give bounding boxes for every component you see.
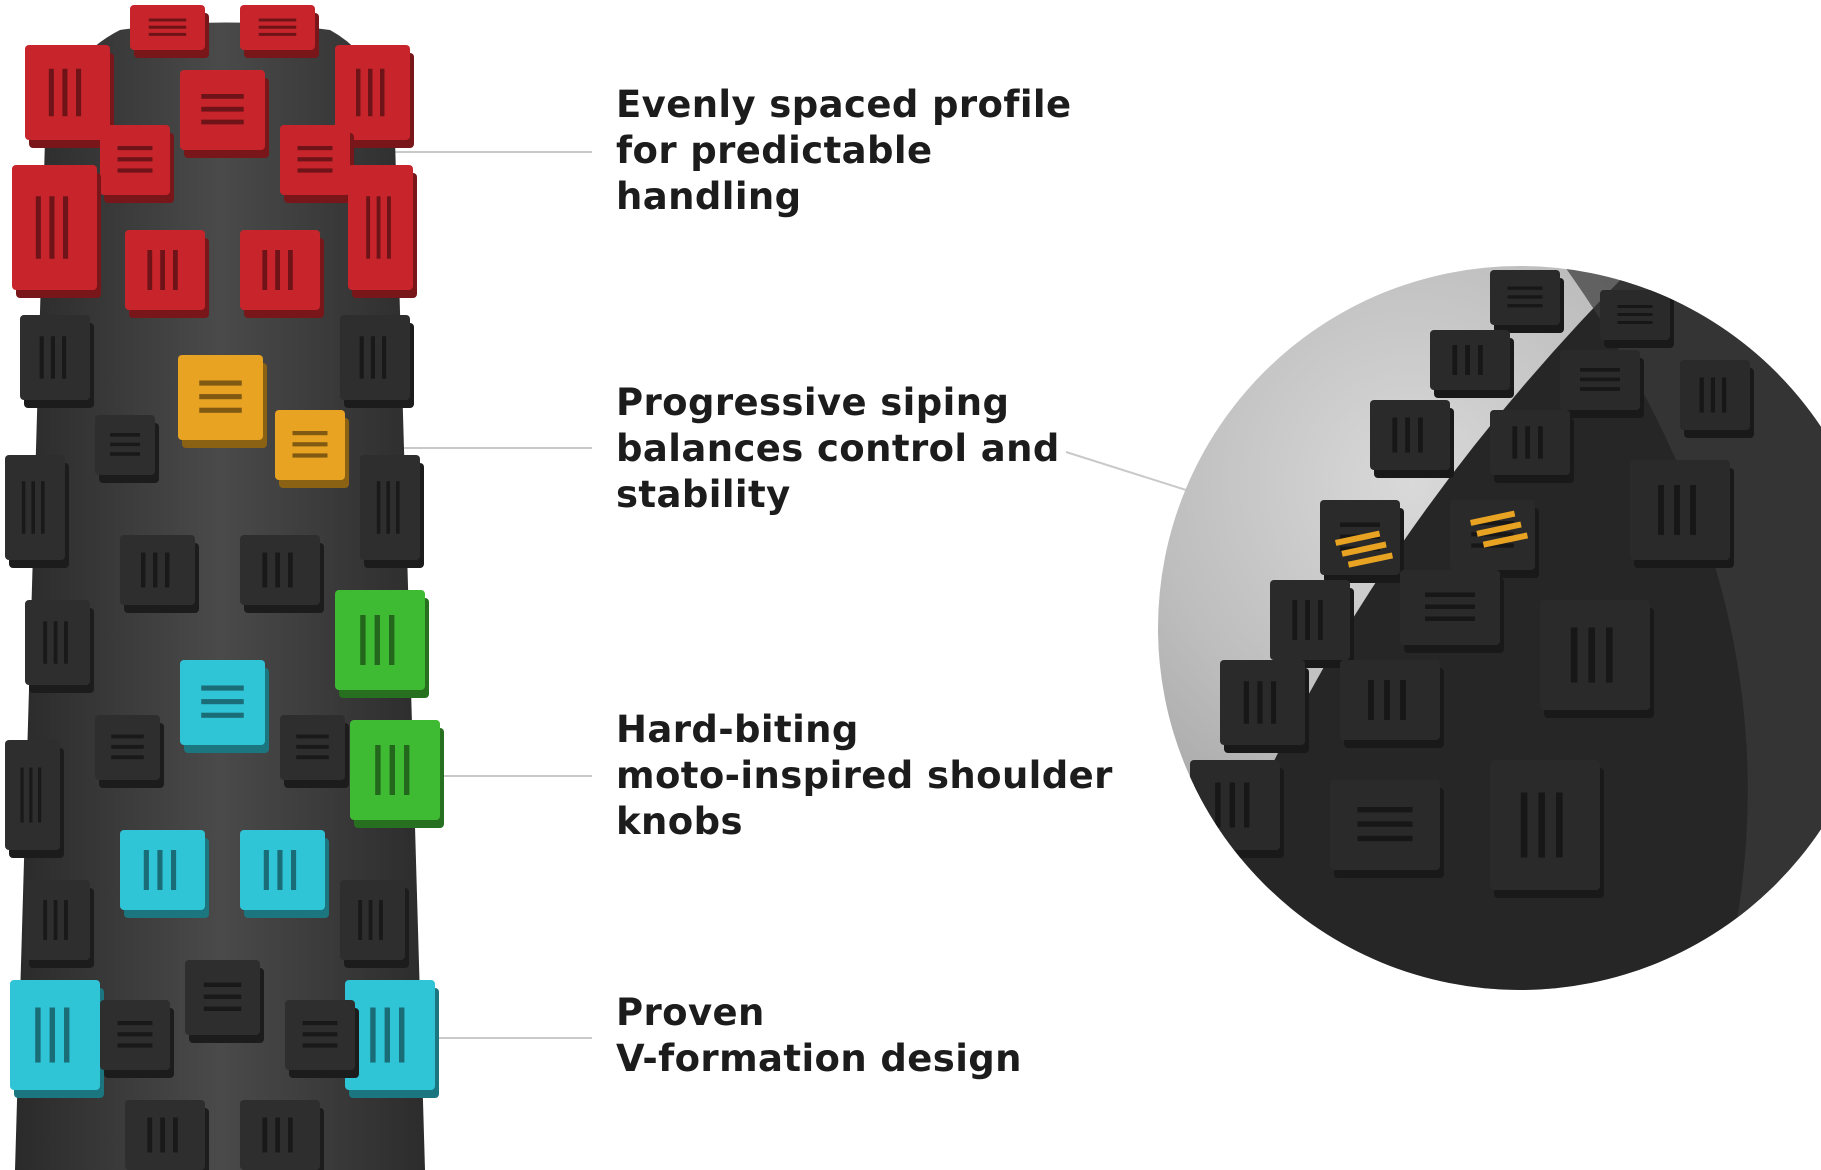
tread-knob-highlighted	[100, 125, 174, 203]
tread-knob-highlighted	[275, 410, 349, 488]
leader-line-detail	[1065, 451, 1206, 497]
tread-knob-highlighted	[345, 980, 439, 1098]
detail-knob	[1190, 760, 1284, 858]
tread-knob-highlighted	[350, 720, 444, 828]
tread-knob-highlighted	[240, 5, 319, 58]
callout-line: Evenly spaced profile	[616, 83, 1072, 126]
detail-knob	[1630, 460, 1734, 568]
tread-knob	[340, 315, 414, 408]
tread-knob	[340, 880, 409, 968]
tread-knob-highlighted	[25, 45, 114, 148]
detail-knob	[1490, 410, 1574, 483]
detail-knob	[1370, 400, 1454, 478]
callout-v-formation: Proven V-formation design	[616, 990, 1022, 1082]
tread-knob-highlighted	[130, 5, 209, 58]
tread-knob-highlighted	[120, 830, 209, 918]
detail-knob	[1540, 600, 1654, 718]
tread-detail-circle	[1158, 266, 1821, 990]
callout-shoulder-knobs: Hard-biting moto-inspired shoulder knobs	[616, 707, 1113, 845]
callout-progressive-siping: Progressive siping balances control and …	[616, 380, 1060, 518]
tread-knob	[25, 880, 94, 968]
tread-knob	[95, 715, 164, 788]
tread-knob-highlighted	[180, 70, 269, 158]
detail-knob	[1560, 350, 1644, 418]
tread-knob	[25, 600, 94, 693]
tread-knob-highlighted	[335, 590, 429, 698]
callout-line: V-formation design	[616, 1037, 1022, 1080]
detail-knob	[1220, 660, 1309, 753]
tread-knob-highlighted	[335, 45, 414, 148]
tread-knob-highlighted	[240, 830, 329, 918]
amber-sipe	[1469, 510, 1529, 548]
tread-knob-highlighted	[180, 660, 269, 753]
callout-line: Proven	[616, 991, 765, 1034]
tread-knob-highlighted	[240, 230, 324, 318]
detail-knob	[1430, 330, 1514, 398]
tread-knob	[120, 535, 199, 613]
tread-knob-highlighted	[10, 980, 104, 1098]
tread-knob-highlighted	[125, 230, 209, 318]
tread-knob-highlighted	[348, 165, 417, 298]
tread-knob	[5, 455, 69, 568]
callout-line: balances control and	[616, 427, 1060, 470]
callout-line: handling	[616, 175, 802, 218]
tread-knob	[125, 1100, 209, 1170]
callout-line: stability	[616, 473, 791, 516]
detail-knob	[1270, 580, 1354, 668]
callout-line: knobs	[616, 800, 743, 843]
tread-knob	[185, 960, 264, 1043]
tread-knob	[360, 455, 424, 568]
callout-line: moto-inspired shoulder	[616, 754, 1113, 797]
detail-knob	[1490, 270, 1564, 333]
detail-knob	[1600, 290, 1674, 348]
detail-knob	[1450, 500, 1539, 578]
detail-knob	[1330, 780, 1444, 878]
detail-knob	[1490, 760, 1604, 898]
tread-knob-highlighted	[178, 355, 267, 448]
detail-knob	[1340, 660, 1444, 748]
tread-knob	[100, 1000, 174, 1078]
tread-knob	[240, 535, 324, 613]
detail-knob	[1320, 500, 1404, 583]
callout-line: for predictable	[616, 129, 933, 172]
tread-knob-highlighted	[12, 165, 101, 298]
tread-knobs	[5, 5, 444, 1170]
leader-lines	[345, 151, 1206, 1039]
tread-knob	[95, 415, 159, 483]
detail-knob	[1400, 570, 1504, 653]
tread-knob	[20, 315, 94, 408]
tread-knob	[5, 740, 64, 858]
tread-knob-highlighted	[280, 125, 354, 203]
tread-knob	[285, 1000, 359, 1078]
detail-knob	[1680, 360, 1754, 438]
amber-sipe	[1335, 530, 1394, 568]
tread-knob	[280, 715, 349, 788]
callout-even-profile: Evenly spaced profile for predictable ha…	[616, 82, 1072, 220]
callout-line: Progressive siping	[616, 381, 1010, 424]
callout-line: Hard-biting	[616, 708, 859, 751]
tread-knob	[240, 1100, 324, 1170]
